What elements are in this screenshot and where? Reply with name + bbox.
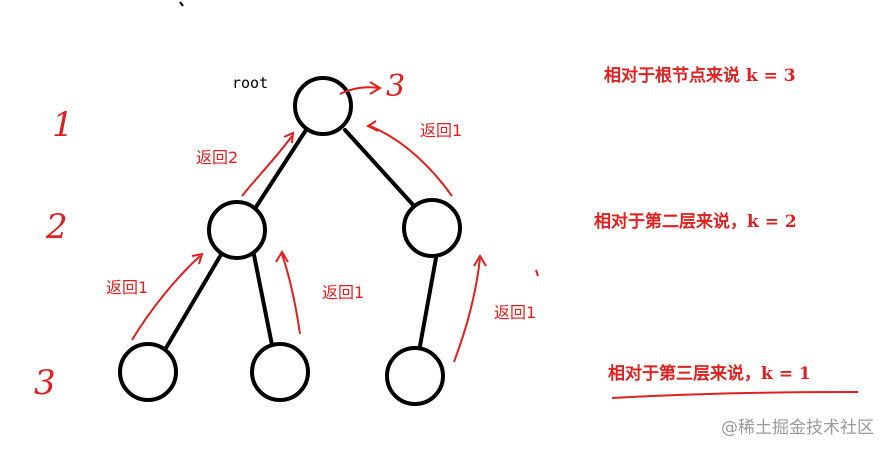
return-arrows — [131, 120, 487, 363]
edge-root-right — [343, 128, 417, 209]
return-label-right-leaf: 返回1 — [494, 303, 536, 322]
tree-nodes — [118, 76, 462, 406]
node-left-leaf1 — [118, 342, 178, 402]
arrow-right-leaf-head — [473, 254, 487, 267]
return-label-left-leaf1: 返回1 — [106, 278, 148, 297]
arrow-root-right-head — [365, 120, 379, 132]
return-label-root-left: 返回2 — [196, 148, 238, 167]
node-left — [207, 200, 267, 260]
level-number-1: 1 — [52, 105, 74, 145]
arrow-left-leaf1 — [131, 255, 201, 341]
edge-root-left — [254, 128, 308, 209]
root-label: root — [232, 74, 268, 92]
edge-right-leaf — [418, 256, 438, 348]
level-number-2: 2 — [45, 207, 68, 247]
note-level3: 相对于第三层来说，k = 1 — [608, 363, 811, 384]
root-arrow-head — [369, 81, 382, 95]
node-right — [402, 198, 462, 258]
node-left-leaf2 — [250, 342, 310, 402]
node-right-leaf — [385, 346, 445, 406]
arrow-root-right — [369, 125, 453, 197]
arrow-root-left-head — [283, 131, 295, 144]
arrow-left-leaf1-head — [191, 252, 204, 265]
level-number-3: 3 — [34, 363, 56, 403]
note-root: 相对于根节点来说 k = 3 — [604, 65, 796, 86]
arrow-left-leaf2 — [281, 253, 301, 335]
return-label-left-leaf2: 返回1 — [322, 283, 364, 302]
arrow-right-leaf — [453, 257, 481, 363]
edge-left-leaf1 — [164, 251, 224, 350]
edge-left-leaf2 — [252, 253, 274, 347]
note-level2: 相对于第二层来说，k = 2 — [594, 211, 797, 232]
stray-mark — [179, 1, 184, 7]
tree-edges — [164, 128, 438, 350]
return-label-root-right: 返回1 — [420, 121, 462, 140]
root-k-value: 3 — [386, 69, 405, 104]
arrow-left-leaf2-head — [275, 250, 289, 263]
root-arrow — [339, 86, 379, 95]
node-root — [293, 76, 353, 136]
note-level3-underline — [611, 391, 859, 399]
arrow-root-left — [241, 135, 293, 197]
stray-mark-red — [535, 269, 539, 277]
watermark: @稀土掘金技术社区 — [721, 418, 874, 438]
